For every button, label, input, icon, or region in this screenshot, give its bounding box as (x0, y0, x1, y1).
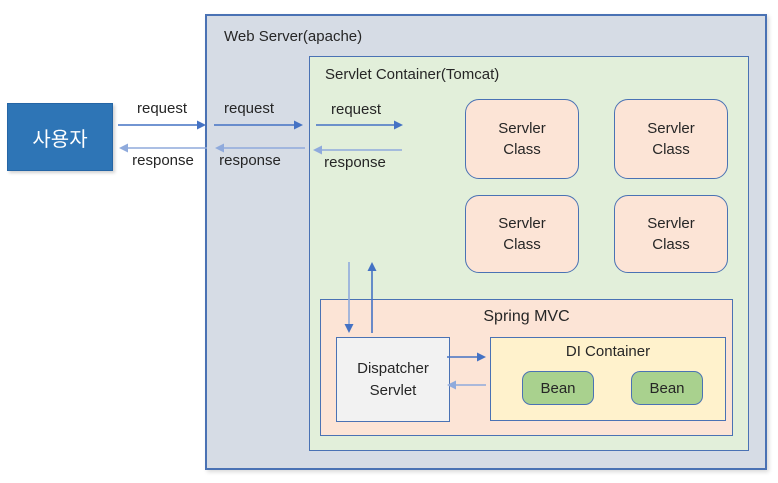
bean-box-2: Bean (631, 371, 703, 405)
servlet-class-label: Servler Class (498, 120, 546, 158)
user-box: 사용자 (7, 103, 113, 171)
response-label-3: response (324, 154, 386, 171)
web-server-box: Web Server(apache) Servlet Container(Tom… (205, 14, 767, 470)
request-label-3: request (330, 101, 382, 118)
web-server-title: Web Server(apache) (224, 28, 363, 45)
spring-mvc-box: Spring MVC Dispatcher Servlet DI Contain… (320, 299, 733, 436)
di-container-title: DI Container (565, 343, 651, 360)
servlet-class-box-1: Servler Class (465, 99, 579, 179)
servlet-container-box: Servlet Container(Tomcat) Servler Class … (309, 56, 749, 451)
servlet-class-label: Servler Class (498, 215, 546, 253)
servlet-container-title: Servlet Container(Tomcat) (325, 66, 500, 83)
response-label-1: response (132, 152, 194, 169)
dispatcher-servlet-label: Dispatcher Servlet (357, 359, 429, 399)
di-container-box: DI Container Bean Bean (490, 337, 726, 421)
servlet-class-box-2: Servler Class (614, 99, 728, 179)
response-label-2: response (219, 152, 281, 169)
bean-label: Bean (649, 379, 685, 397)
bean-label: Bean (540, 379, 576, 397)
bean-box-1: Bean (522, 371, 594, 405)
request-label-1: request (136, 100, 188, 117)
servlet-class-label: Servler Class (647, 215, 695, 253)
request-label-2: request (223, 100, 275, 117)
user-label: 사용자 (32, 128, 88, 151)
servlet-class-label: Servler Class (647, 120, 695, 158)
spring-mvc-title: Spring MVC (483, 308, 570, 325)
servlet-class-box-3: Servler Class (465, 195, 579, 273)
request-arrow-1 (118, 120, 206, 130)
dispatcher-servlet-box: Dispatcher Servlet (336, 337, 450, 422)
servlet-class-box-4: Servler Class (614, 195, 728, 273)
